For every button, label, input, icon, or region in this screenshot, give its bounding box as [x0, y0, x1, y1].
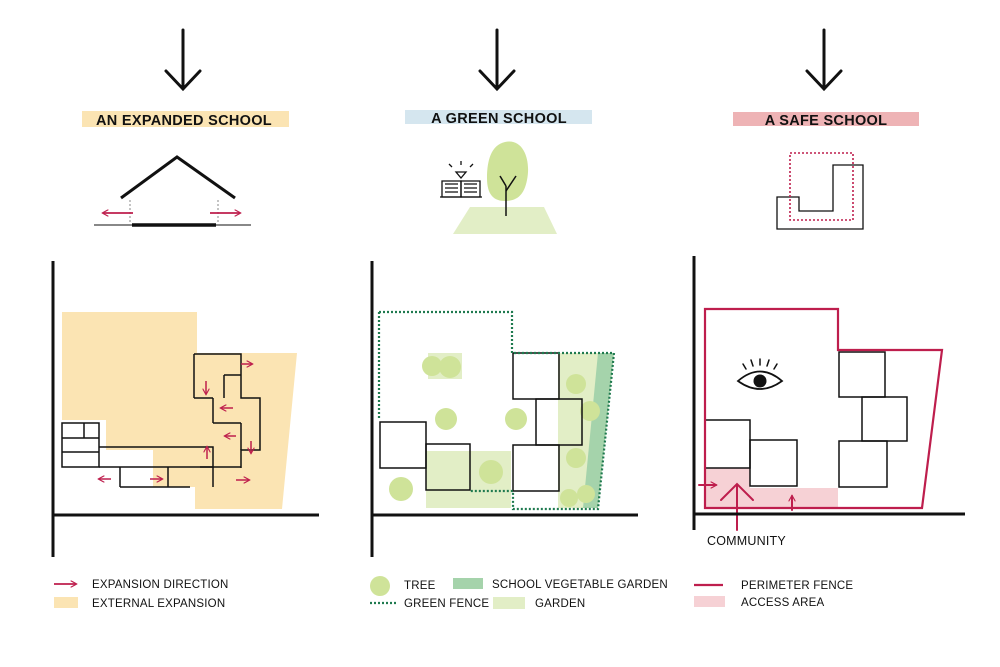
legend-item: GARDEN	[493, 597, 585, 610]
eye-icon	[736, 358, 784, 390]
tree	[389, 356, 600, 507]
expansion-site-map	[51, 261, 319, 557]
legend-safe-school: PERIMETER FENCE ACCESS AREA	[694, 580, 853, 609]
green-fence	[379, 310, 616, 511]
community-label: COMMUNITY	[707, 534, 786, 548]
down-arrow-icon	[164, 28, 202, 92]
legend-item: GREEN FENCE	[370, 598, 489, 610]
svg-text:SCHOOL VEGETABLE GARDEN: SCHOOL VEGETABLE GARDEN	[492, 579, 668, 591]
access-area	[705, 468, 838, 509]
down-arrow-icon	[478, 28, 516, 92]
legend-item: ACCESS AREA	[694, 596, 824, 609]
svg-text:GREEN FENCE: GREEN FENCE	[404, 598, 489, 610]
perimeter-fence	[703, 307, 944, 510]
panel-safe-school: A SAFE SCHOOL	[692, 28, 965, 609]
panel-title: AN EXPANDED SCHOOL	[96, 113, 272, 129]
legend-item: EXPANSION DIRECTION	[54, 579, 229, 591]
legend-item: EXTERNAL EXPANSION	[54, 597, 225, 610]
panel-green-school: A GREEN SCHOOL	[370, 28, 668, 610]
safe-school-icon	[776, 152, 864, 230]
school-vegetable-garden	[583, 353, 614, 508]
legend-expanded-school: EXPANSION DIRECTION EXTERNAL EXPANSION	[54, 579, 229, 610]
panel-title: A GREEN SCHOOL	[431, 111, 567, 127]
svg-text:EXTERNAL EXPANSION: EXTERNAL EXPANSION	[92, 598, 225, 610]
green-school-icon	[440, 141, 557, 234]
svg-text:PERIMETER FENCE: PERIMETER FENCE	[741, 580, 853, 592]
svg-text:ACCESS AREA: ACCESS AREA	[741, 597, 824, 609]
external-expansion-area	[62, 312, 297, 509]
title-highlight	[82, 111, 289, 127]
safe-site-map: COMMUNITY	[692, 256, 965, 548]
svg-text:EXPANSION DIRECTION: EXPANSION DIRECTION	[92, 579, 229, 591]
panel-expanded-school: AN EXPANDED SCHOOL	[51, 28, 319, 610]
open-book-icon	[440, 161, 482, 198]
svg-text:TREE: TREE	[404, 580, 436, 592]
roof-expansion-icon	[94, 155, 251, 227]
legend-green-school: TREE SCHOOL VEGETABLE GARDEN GREEN FENCE…	[370, 576, 668, 610]
svg-text:GARDEN: GARDEN	[535, 598, 585, 610]
title-highlight	[405, 110, 592, 124]
legend-item: PERIMETER FENCE	[694, 580, 853, 592]
legend-item: TREE	[370, 576, 436, 596]
panel-title: A SAFE SCHOOL	[765, 113, 888, 129]
down-arrow-icon	[805, 28, 843, 92]
green-site-map	[370, 261, 638, 557]
title-highlight	[733, 112, 919, 126]
legend-item: SCHOOL VEGETABLE GARDEN	[453, 578, 668, 591]
